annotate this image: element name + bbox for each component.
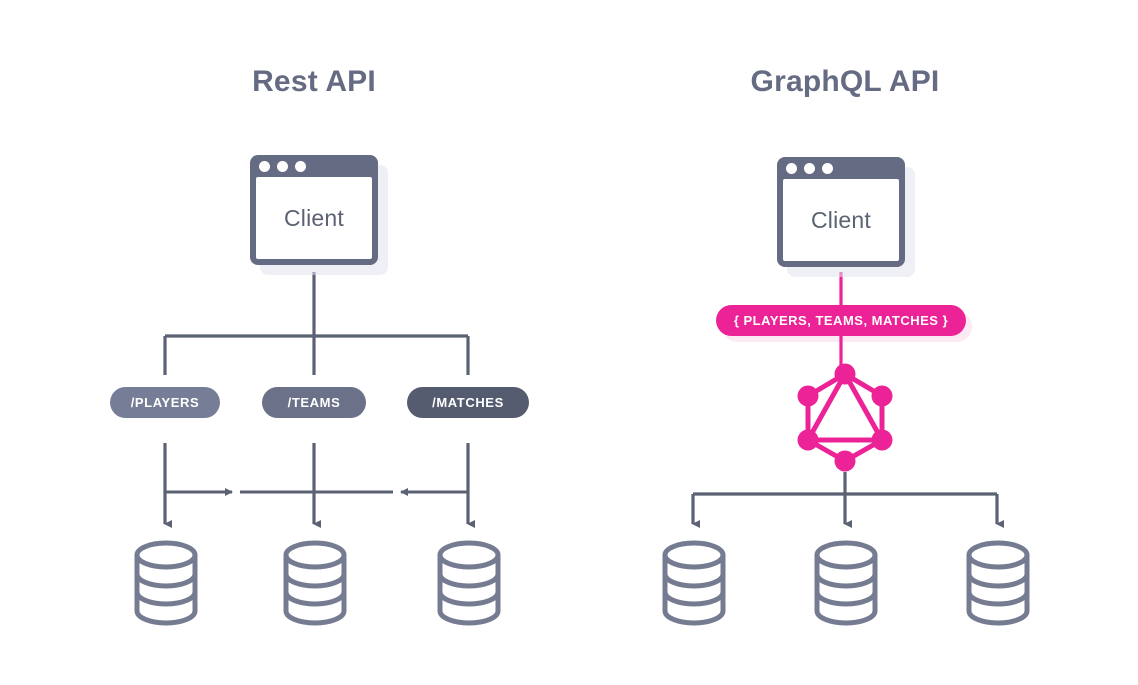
database-matches-icon [440,543,498,623]
window-dot-icon [822,162,833,174]
window-dot-icon [786,162,797,174]
graphql-query-pill[interactable]: { PLAYERS, TEAMS, MATCHES } [716,305,966,336]
rest-connector-pills-to-databases [163,443,475,528]
window-dot-icon [259,160,270,172]
graphql-databases [665,543,1027,623]
window-dot-icon [295,160,306,172]
rest-endpoint-teams[interactable]: /TEAMS [262,387,366,418]
graphql-api-title: GraphQL API [750,65,940,98]
database-players-icon [137,543,195,623]
database-three-icon [969,543,1027,623]
rest-api-title: Rest API [252,65,376,98]
database-teams-icon [286,543,344,623]
rest-connector-client-to-fork [163,272,470,375]
graphql-client-window: Client [777,157,905,267]
database-two-icon [817,543,875,623]
graphql-client-body: Client [783,179,899,261]
rest-client-body: Client [256,177,372,259]
rest-endpoint-matches[interactable]: /MATCHES [407,387,529,418]
rest-endpoint-players[interactable]: /PLAYERS [110,387,220,418]
database-one-icon [665,543,723,623]
window-dot-icon [277,160,288,172]
graphql-logo [797,363,893,472]
window-dot-icon [804,162,815,174]
rest-databases [137,543,498,623]
graphql-client-titlebar [777,157,905,179]
rest-client-label: Client [283,204,344,231]
graphql-connector-logo-to-databases [691,472,1004,528]
rest-client-window: Client [250,155,378,265]
rest-client-titlebar [250,155,378,177]
graphql-client-label: Client [810,206,871,233]
